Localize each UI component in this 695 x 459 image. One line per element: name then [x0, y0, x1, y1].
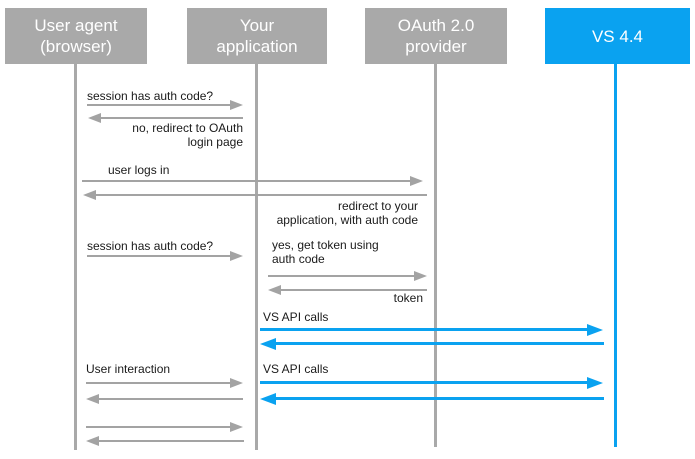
lifeline-your-application: [255, 64, 258, 450]
actor-label-your-application: Your application: [216, 16, 298, 56]
message-arrow-vs-api-calls-2: [260, 381, 587, 384]
message-arrow-vs-api-calls-1: [260, 328, 587, 331]
message-label-session-has-auth-code-2: session has auth code?: [87, 239, 214, 253]
actor-box-user-agent: User agent (browser): [5, 8, 147, 64]
actor-label-vs-44: VS 4.4: [591, 26, 644, 46]
message-arrow-browser-to-app-final: [86, 426, 230, 428]
message-arrow-no-redirect-to-oauth: [101, 117, 243, 119]
message-label-user-interaction: User interaction: [86, 362, 171, 376]
actor-label-user-agent: User agent (browser): [34, 16, 118, 56]
message-arrow-user-interaction: [86, 382, 230, 384]
message-arrow-user-interaction-return: [99, 398, 243, 400]
message-arrow-redirect-with-auth-code: [96, 194, 427, 196]
message-label-no-redirect-to-oauth: no, redirect to OAuth login page: [132, 121, 243, 149]
message-label-redirect-with-auth-code: redirect to your application, with auth …: [276, 199, 418, 227]
message-arrow-session-has-auth-code-1: [87, 104, 230, 106]
message-label-yes-get-token: yes, get token using auth code: [272, 238, 379, 266]
actor-box-oauth-provider: OAuth 2.0 provider: [365, 8, 507, 64]
message-arrow-app-to-browser-final: [99, 440, 244, 442]
message-arrow-session-has-auth-code-2: [87, 255, 230, 257]
message-label-session-has-auth-code-1: session has auth code?: [87, 89, 214, 103]
lifeline-oauth-provider: [434, 64, 437, 447]
lifeline-user-agent: [74, 64, 77, 450]
message-arrow-token: [281, 289, 427, 291]
lifeline-vs-44: [614, 64, 617, 447]
actor-box-vs-44: VS 4.4: [545, 8, 690, 64]
message-arrow-yes-get-token: [268, 275, 414, 277]
message-arrow-user-logs-in: [82, 180, 410, 182]
message-label-token: token: [393, 291, 423, 305]
message-label-user-logs-in: user logs in: [108, 163, 170, 177]
message-arrow-vs-api-return-1: [276, 342, 604, 345]
message-label-vs-api-calls-2: VS API calls: [263, 362, 329, 376]
message-arrow-vs-api-return-2: [276, 397, 604, 400]
message-label-vs-api-calls-1: VS API calls: [263, 310, 329, 324]
actor-box-your-application: Your application: [187, 8, 327, 64]
actor-label-oauth-provider: OAuth 2.0 provider: [397, 16, 475, 56]
